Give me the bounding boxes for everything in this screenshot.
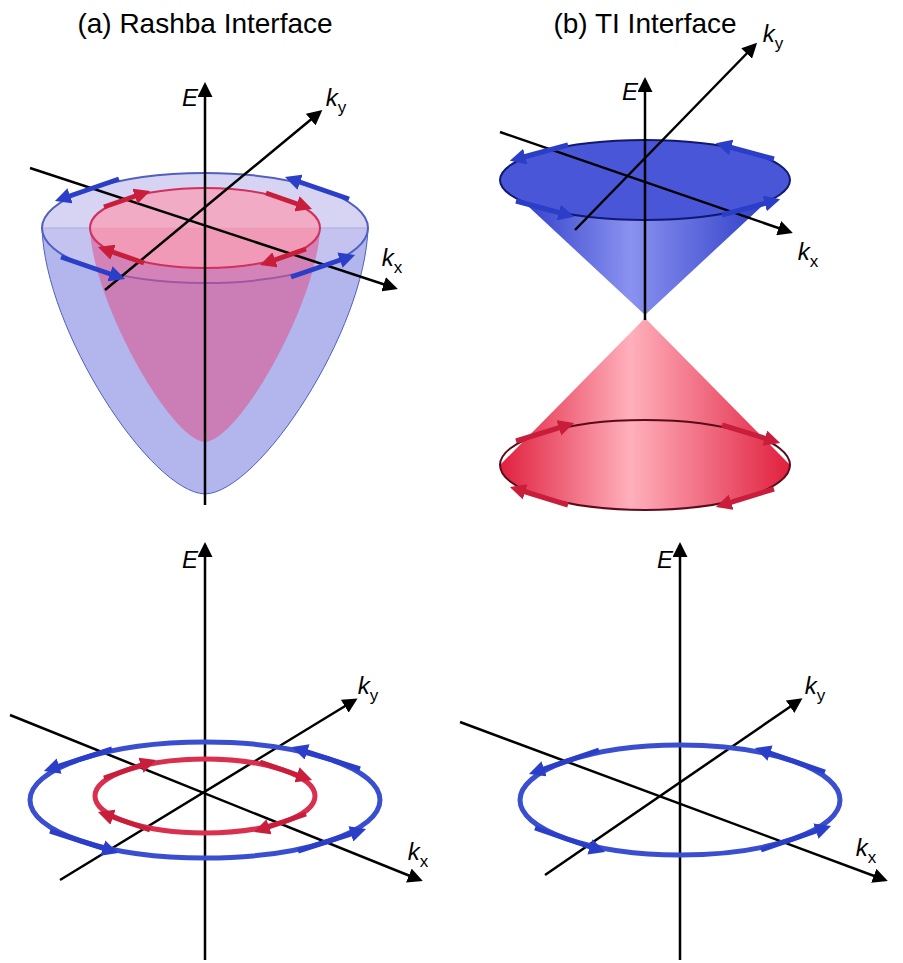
axis-label: kx: [856, 834, 877, 862]
axis-label: kx: [408, 838, 429, 866]
axis-symbol: k: [805, 672, 817, 699]
panel-title: (b) TI Interface: [553, 8, 736, 40]
axis-symbol: k: [856, 834, 868, 861]
panel-title: (a) Rashba Interface: [77, 8, 332, 40]
axis-subscript: x: [420, 852, 429, 871]
dirac-cone: [500, 45, 790, 510]
axis-symbol: k: [358, 672, 370, 699]
axis-label: E: [622, 78, 638, 106]
axis-label: ky: [763, 20, 784, 48]
axis-label: kx: [382, 244, 403, 272]
axis-subscript: y: [817, 686, 826, 705]
ti-fermi-contour: [460, 545, 885, 960]
axis-label: E: [182, 84, 198, 112]
axis-subscript: x: [868, 848, 877, 867]
rashba-fermi-contours: [10, 545, 420, 960]
axis-subscript: x: [810, 252, 819, 271]
axis-symbol: k: [763, 20, 775, 47]
axis-label: E: [182, 546, 198, 574]
axis-label: ky: [805, 672, 826, 700]
axis-symbol: k: [326, 84, 338, 111]
axis-label: kx: [798, 238, 819, 266]
axis-subscript: y: [338, 98, 347, 117]
axis-label: E: [657, 546, 673, 574]
axis-label: ky: [326, 84, 347, 112]
axis-symbol: k: [408, 838, 420, 865]
axis-symbol: k: [382, 244, 394, 271]
axis-label: ky: [358, 672, 379, 700]
axis-subscript: y: [370, 686, 379, 705]
axis-subscript: x: [394, 258, 403, 277]
rashba-bands: [30, 85, 395, 505]
axis-symbol: k: [798, 238, 810, 265]
axis-subscript: y: [775, 34, 784, 53]
